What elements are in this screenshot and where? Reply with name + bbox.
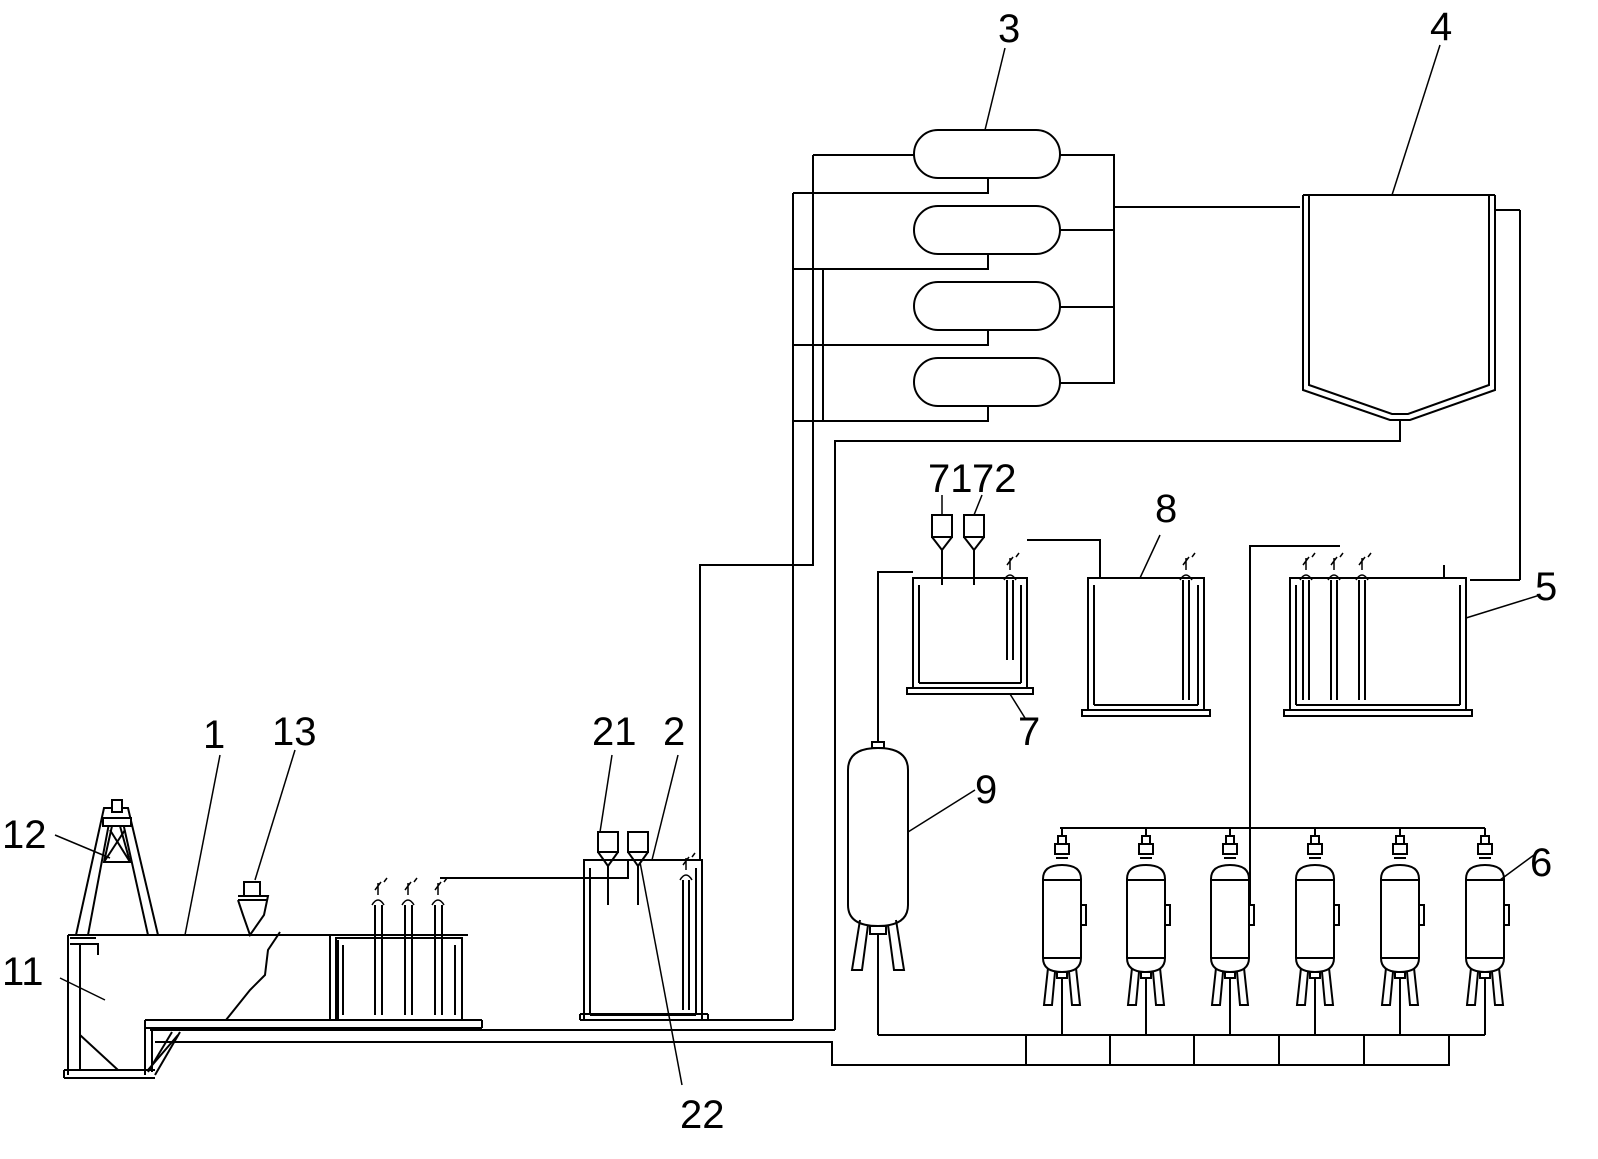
- filter-group-6: [1060, 827, 1485, 910]
- filter-vessel: [1363, 828, 1425, 1065]
- filter-vessel: [1109, 828, 1171, 1065]
- tank-2: [579, 831, 709, 1021]
- vessel-group-3: [792, 129, 1300, 1020]
- vessel-9: [847, 741, 909, 1035]
- tank-1: [63, 877, 483, 1079]
- filter-vessel: [1278, 828, 1340, 1065]
- label-13: 13: [272, 710, 317, 754]
- label-9: 9: [975, 768, 997, 812]
- label-4: 4: [1430, 5, 1452, 49]
- filter-vessels: [1025, 828, 1510, 1065]
- label-6: 6: [1530, 841, 1552, 885]
- label-72: 72: [972, 457, 1017, 501]
- tank-5: [1249, 545, 1473, 910]
- label-8: 8: [1155, 487, 1177, 531]
- filter-vessel: [1448, 828, 1510, 1065]
- label-1: 1: [203, 713, 225, 757]
- electrode-group-tank1: [371, 877, 448, 1015]
- piping-bottom: [150, 560, 1485, 1066]
- tank-8: [1081, 552, 1211, 717]
- label-21: 21: [592, 710, 637, 754]
- feed-hopper-13: [237, 881, 270, 938]
- label-22: 22: [680, 1093, 725, 1137]
- label-11: 11: [2, 950, 44, 994]
- label-2: 2: [663, 710, 685, 754]
- filter-vessel: [1025, 828, 1087, 1065]
- leader-lines: [54, 44, 1541, 1086]
- label-3: 3: [998, 7, 1020, 51]
- label-5: 5: [1535, 565, 1557, 609]
- filter-vessel: [1193, 828, 1255, 1065]
- label-12: 12: [2, 813, 47, 857]
- label-7: 7: [1018, 710, 1040, 754]
- tank-4: [834, 194, 1521, 1030]
- label-71: 71: [928, 457, 973, 501]
- lifting-frame-12: [75, 799, 159, 936]
- tank-7: [877, 514, 1101, 745]
- component-labels: 1 13 12 11 21 2 22 3 4 5 6 7 8 9 71 72: [2, 5, 1557, 1137]
